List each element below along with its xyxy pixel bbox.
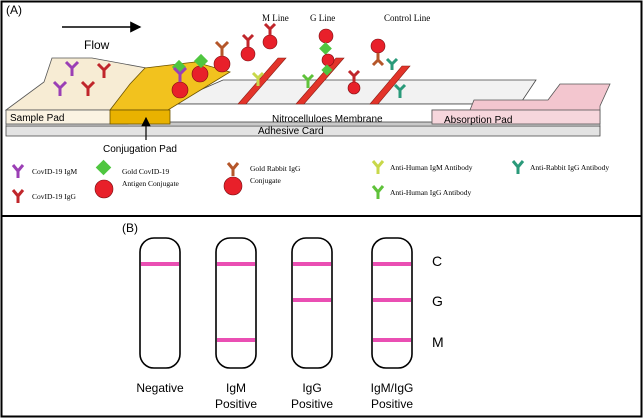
panel-a: (A) Flow — [4, 3, 611, 203]
band-label-g: G — [432, 293, 443, 309]
line-conjugates — [251, 22, 407, 98]
anti-rabbit-icon — [511, 160, 525, 174]
adhesive-card-label: Adhesive Card — [258, 126, 324, 137]
gold-particle-icon — [94, 179, 114, 199]
strip-name-line2: Positive — [215, 397, 257, 411]
test-strip: Negative — [136, 237, 184, 395]
strip-name-line2: Positive — [291, 397, 333, 411]
control-line-label: Control Line — [384, 13, 430, 23]
m-line-band — [237, 57, 287, 105]
legend-gold-antigen: Gold CovID-19 Antigen Conjugate — [94, 159, 180, 199]
strip-name-line1: IgM/IgG — [371, 381, 414, 395]
g-line-label: G Line — [310, 13, 335, 23]
band-label-c: C — [432, 253, 442, 269]
anti-igm-icon — [371, 160, 385, 174]
band-c — [373, 262, 411, 266]
strip-name-line2: Positive — [371, 397, 413, 411]
band-c — [217, 262, 255, 266]
strip-name-line1: IgM — [226, 381, 246, 395]
nitrocellulose-label: Nitrocelluloes Membrane — [272, 114, 383, 125]
band-g — [293, 298, 331, 302]
strip-body — [291, 237, 333, 369]
legend-anti-igm: Anti-Human IgM Antibody — [371, 160, 473, 174]
legend-gold-rabbit-line2: Conjugate — [250, 176, 281, 185]
legend-anti-igg: Anti-Human IgG Antibody — [371, 185, 471, 199]
band-c — [293, 262, 331, 266]
panel-a-label: (A) — [6, 3, 22, 17]
flow-label: Flow — [84, 38, 110, 52]
control-line-band — [369, 65, 411, 105]
anti-igg-icon — [371, 185, 385, 199]
strip-name-line1: Negative — [136, 381, 184, 395]
test-strip: IgG Positive — [291, 237, 333, 411]
legend: CovID-19 IgM CovID-19 IgG Gold CovID-19 … — [11, 159, 609, 203]
legend-anti-igg-label: Anti-Human IgG Antibody — [390, 188, 471, 197]
legend-anti-rabbit-label: Anti-Rabbit IgG Antibody — [530, 163, 609, 172]
test-strip: IgM Positive — [215, 237, 257, 411]
absorption-pad-label: Absorption Pad — [444, 115, 512, 126]
legend-gold-antigen-line1: Gold CovID-19 — [122, 167, 170, 176]
absorption-pad — [431, 83, 611, 125]
conjugation-pad-label: Conjugation Pad — [103, 144, 177, 155]
panel-b-label: (B) — [122, 221, 138, 235]
legend-igg: CovID-19 IgG — [11, 189, 77, 203]
strip-name-line1: IgG — [302, 381, 321, 395]
test-strip: IgM/IgG Positive — [371, 237, 414, 411]
legend-igg-label: CovID-19 IgG — [32, 192, 77, 201]
igm-antibody-icon — [11, 164, 25, 178]
gold-rabbit-particle-icon — [223, 176, 243, 196]
legend-igm: CovID-19 IgM — [11, 164, 78, 178]
legend-anti-igm-label: Anti-Human IgM Antibody — [390, 163, 473, 172]
legend-igm-label: CovID-19 IgM — [32, 167, 78, 176]
legend-gold-rabbit: Gold Rabbit IgG Conjugate — [223, 162, 301, 196]
band-c — [141, 262, 179, 266]
strip-body — [215, 237, 257, 369]
sample-pad-label: Sample Pad — [10, 113, 64, 124]
band-m — [217, 338, 255, 342]
legend-anti-rabbit: Anti-Rabbit IgG Antibody — [511, 160, 609, 174]
band-label-m: M — [432, 334, 444, 350]
strip-body — [371, 237, 413, 369]
test-strips: Negative IgM Positive IgG Positive IgM/IgG Pos… — [136, 237, 414, 411]
m-line-label: M Line — [262, 13, 289, 23]
igg-antibody-icon — [11, 189, 25, 203]
rabbit-antibody-icon — [226, 162, 240, 176]
antigen-diamond-icon — [95, 159, 112, 176]
legend-gold-antigen-line2: Antigen Conjugate — [122, 179, 180, 188]
legend-gold-rabbit-line1: Gold Rabbit IgG — [250, 164, 301, 173]
strip-body — [139, 237, 181, 369]
band-m — [373, 338, 411, 342]
band-g — [373, 298, 411, 302]
